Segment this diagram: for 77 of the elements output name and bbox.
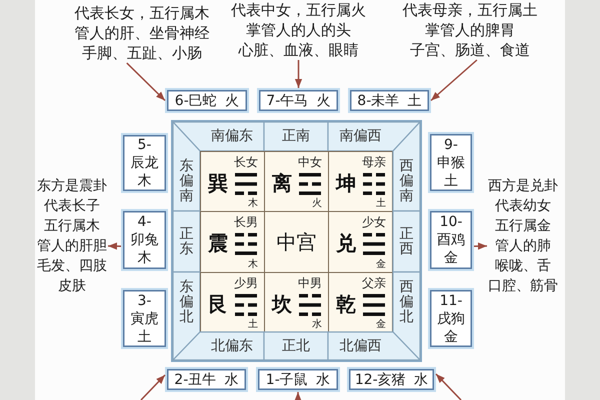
direction-label: 北偏西 [340,338,382,354]
trigram-name: 乾 [336,292,356,316]
element-label: 木 [248,198,258,209]
zodiac-box: 3-寅虎土 [121,288,168,349]
zodiac-box: 11-戌狗金 [428,288,474,349]
direction-label: 正东 [180,226,194,256]
trigram-name: 坎 [272,292,292,316]
direction-label: 南偏东 [211,129,253,144]
palace-label: 中宫 [276,230,316,254]
zodiac-box: 5-辰龙木 [121,133,168,193]
family-role-label: 长女 [234,155,258,169]
annotation-text: 东方是震卦代表长子五行属木管人的肝胆毛发、四肢皮肤 [36,176,108,296]
arrow [126,62,166,102]
trigram-cell [328,151,393,212]
element-label: 土 [376,198,386,209]
trigram-name: 艮 [208,292,228,316]
direction-segment [264,122,328,151]
zodiac-box: 4-卯兔木 [121,209,168,271]
direction-label: 东偏南 [180,158,194,204]
center-cell [264,211,329,273]
direction-segment [173,211,200,272]
zodiac-box: 6-巳蛇 火 [165,88,249,113]
trigram-name: 坤 [336,171,356,195]
element-label: 金 [376,319,386,330]
direction-label: 正西 [400,226,414,256]
trigram-name: 震 [208,231,228,255]
element-label: 土 [248,319,258,330]
arrow [294,392,302,400]
family-role-label: 父亲 [362,276,386,290]
arrow [474,242,488,250]
trigram-name: 巽 [208,171,228,195]
trigram-cell [200,211,265,273]
zodiac-box: 8-未羊 土 [348,88,431,113]
direction-label: 正北 [282,338,310,354]
arrow [435,373,462,400]
zodiac-box: 2-丑牛 水 [165,367,248,392]
annotation-text: 代表中女，五行属火掌管人的人的头心脏、血液、眼睛 [230,0,368,60]
zodiac-box: 1-子鼠 水 [256,367,340,392]
trigram-cell [264,151,329,212]
zodiac-box: 10-酉鸡金 [428,209,474,271]
arrow [108,242,122,250]
element-label: 水 [312,319,322,330]
trigram-name: 兑 [336,231,356,255]
trigram-cell [200,272,265,333]
direction-label: 北偏东 [211,338,253,354]
trigram-cell [328,272,393,333]
direction-segment [393,211,420,272]
zodiac-box: 7-午马 火 [257,88,340,113]
annotation-text: 代表母亲，五行属土掌管人的脾胃子宫、肠道、食道 [401,0,539,60]
direction-label: 东偏北 [180,280,194,324]
direction-label: 南偏西 [340,129,382,144]
element-label: 金 [376,259,386,270]
element-label: 木 [248,259,258,270]
family-role-label: 长男 [234,215,258,229]
annotation-text: 西方是兑卦代表幼女五行属金管人的肺喉咙、舌口腔、筋骨 [487,176,559,296]
arrow [430,59,478,102]
direction-label: 西偏南 [400,158,414,204]
family-role-label: 中男 [298,276,322,290]
trigram-name: 离 [272,171,292,195]
family-role-label: 母亲 [362,155,386,169]
trigram-cell [200,151,265,212]
direction-label: 西偏北 [400,280,414,324]
direction-label: 正南 [282,129,310,144]
direction-segment [393,122,420,211]
arrow [140,374,166,400]
zodiac-box: 9-申猴土 [428,132,474,193]
family-role-label: 少女 [362,215,386,229]
zodiac-box: 12-亥猪 水 [347,367,436,392]
family-role-label: 少男 [234,276,258,290]
element-label: 火 [312,198,322,209]
direction-segment [264,332,328,360]
trigram-cell [264,272,329,333]
arrow [294,60,302,88]
trigram-cell [328,211,393,273]
annotation-text: 代表长女，五行属木管人的肝、坐骨神经手脚、五趾、小肠 [73,3,211,63]
family-role-label: 中女 [298,155,322,169]
direction-segment [173,122,200,211]
